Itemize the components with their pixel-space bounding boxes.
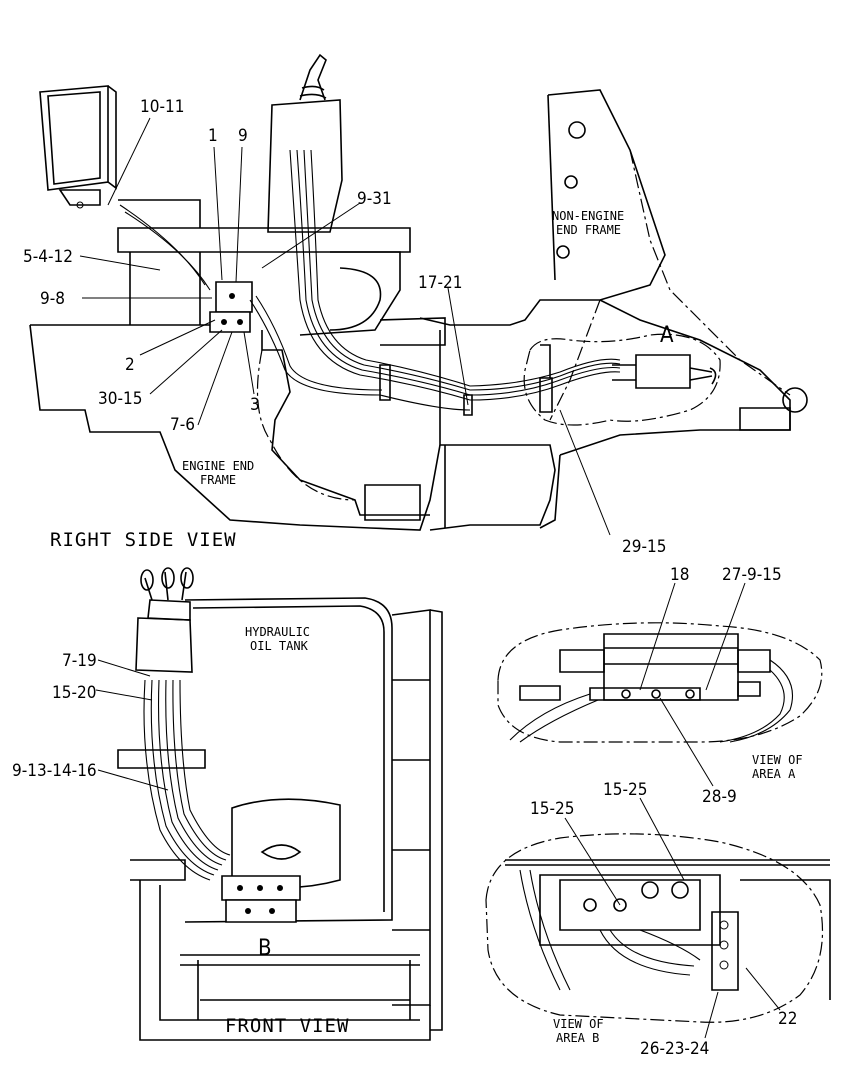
callout-9-13-14-16: 9-13-14-16 [12, 761, 97, 781]
callout-22: 22 [778, 1009, 797, 1029]
callout-9: 9 [238, 126, 248, 146]
callout-2: 2 [125, 355, 135, 375]
callout-7-6: 7-6 [170, 415, 195, 435]
engine-frame-label-2: FRAME [200, 473, 236, 487]
callout-9-31: 9-31 [357, 189, 392, 209]
callout-10-11: 10-11 [140, 97, 184, 117]
area-letters: A B [258, 323, 674, 961]
callout-30-15: 30-15 [98, 389, 142, 409]
oil-tank-label-1: HYDRAULIC [245, 625, 310, 639]
area-a-letter: A [660, 323, 674, 348]
callout-26-23-24: 26-23-24 [640, 1039, 709, 1059]
callout-17-21: 17-21 [418, 273, 462, 293]
area-a-detail [497, 622, 823, 743]
engine-frame-label-1: ENGINE END [182, 459, 254, 473]
right-side-view-title: RIGHT SIDE VIEW [50, 529, 237, 551]
oil-tank-label-2: OIL TANK [250, 639, 309, 653]
area-b-view-label-2: AREA B [556, 1031, 599, 1045]
frame-notes: NON-ENGINE END FRAME ENGINE END FRAME HY… [182, 209, 624, 653]
callout-1: 1 [208, 126, 218, 146]
callout-29-15: 29-15 [622, 537, 666, 557]
callout-15-20: 15-20 [52, 683, 96, 703]
callout-15-25-left: 15-25 [530, 799, 574, 819]
non-engine-frame-label-1: NON-ENGINE [552, 209, 624, 223]
front-view-drawing [117, 567, 443, 1041]
callout-9-8: 9-8 [40, 289, 65, 309]
callout-7-19: 7-19 [62, 651, 97, 671]
callout-15-25-right: 15-25 [603, 780, 647, 800]
area-a-view-label-2: AREA A [752, 767, 796, 781]
non-engine-frame-label-2: END FRAME [556, 223, 621, 237]
area-b-detail [485, 833, 831, 1023]
right-side-view-drawing [29, 53, 808, 531]
area-b-view-label-1: VIEW OF [553, 1017, 604, 1031]
callout-28-9: 28-9 [702, 787, 737, 807]
callout-5-4-12: 5-4-12 [23, 247, 73, 267]
leader-lines [79, 117, 781, 1039]
callout-3: 3 [250, 395, 260, 415]
part-callouts: 10-11 1 9 9-31 5-4-12 9-8 2 30-15 7-6 3 … [12, 97, 797, 1059]
front-view-title: FRONT VIEW [225, 1015, 349, 1037]
callout-27-9-15: 27-9-15 [722, 565, 782, 585]
view-titles: RIGHT SIDE VIEW FRONT VIEW VIEW OF AREA … [50, 529, 803, 1045]
area-a-view-label-1: VIEW OF [752, 753, 803, 767]
area-b-letter: B [258, 936, 272, 961]
callout-18: 18 [670, 565, 689, 585]
